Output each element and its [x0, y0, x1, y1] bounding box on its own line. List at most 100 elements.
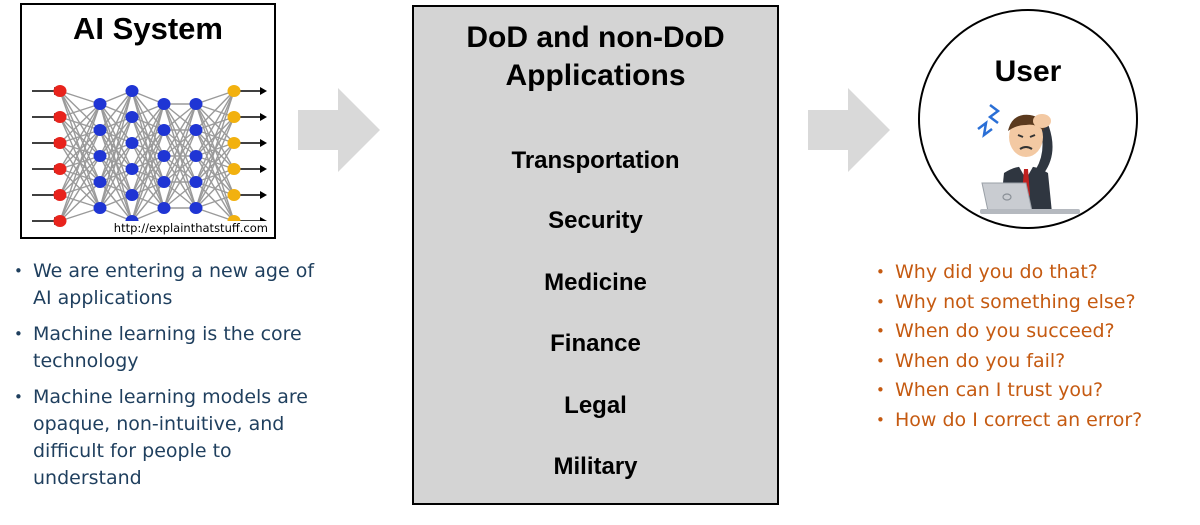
network-connection — [163, 181, 197, 209]
output-node — [227, 189, 241, 201]
hidden-node — [93, 124, 107, 136]
hidden-node — [93, 202, 107, 214]
hidden-node — [125, 189, 139, 201]
output-node — [227, 137, 241, 149]
output-arrow-head — [260, 87, 267, 95]
network-connection — [195, 90, 235, 131]
application-item: Medicine — [544, 269, 647, 296]
list-item: •How do I correct an error? — [876, 408, 1143, 431]
network-connection — [195, 90, 235, 209]
list-item: •When do you succeed? — [876, 320, 1115, 342]
applications-box: DoD and non-DoD Applications Transportat… — [412, 5, 779, 505]
hidden-node — [157, 124, 171, 136]
network-connection — [99, 168, 133, 209]
network-connection — [131, 103, 165, 222]
list-item: •When can I trust you? — [876, 379, 1104, 401]
network-connection — [163, 103, 197, 209]
network-connection — [195, 90, 235, 157]
hidden-node — [125, 163, 139, 175]
hidden-node — [125, 111, 139, 123]
image-credit: http://explainthatstuff.com — [111, 221, 270, 235]
output-arrow-head — [260, 165, 267, 173]
ai-intro-bullets: •We are entering a new age of AI applica… — [14, 258, 324, 501]
input-node — [53, 163, 67, 175]
output-node — [227, 85, 241, 97]
network-connection — [131, 155, 165, 222]
network-connection — [59, 103, 101, 118]
network-connection — [99, 90, 133, 157]
input-node — [53, 189, 67, 201]
network-connection — [195, 142, 235, 209]
network-connection — [59, 103, 101, 144]
input-node — [53, 137, 67, 149]
output-arrow-head — [260, 139, 267, 147]
network-connection — [163, 103, 197, 183]
hidden-node — [157, 98, 171, 110]
ai-system-panel: AI System http://explainthatstuff.com — [20, 3, 276, 239]
right-arrow-icon — [808, 88, 890, 172]
hidden-node — [125, 137, 139, 149]
application-item: Transportation — [511, 147, 680, 174]
application-item: Security — [548, 207, 643, 234]
frustrated-user-at-laptop-icon — [977, 104, 1080, 214]
network-connection — [195, 168, 235, 209]
output-arrow-head — [260, 113, 267, 121]
network-connection — [59, 129, 101, 222]
list-item: •Why did you do that? — [876, 261, 1098, 283]
user-title: User — [994, 55, 1062, 88]
network-connection — [131, 103, 165, 144]
network-connection — [195, 90, 235, 105]
hidden-node — [93, 150, 107, 162]
network-connection — [59, 103, 101, 170]
list-item: •When do you fail? — [876, 349, 1066, 372]
ai-system-title: AI System — [73, 11, 223, 46]
network-connection — [163, 155, 197, 209]
hidden-node — [93, 98, 107, 110]
list-item: •Machine learning models are opaque, non… — [14, 386, 308, 489]
network-connection — [195, 116, 235, 209]
list-item: •We are entering a new age of AI applica… — [14, 260, 315, 309]
application-item: Legal — [564, 392, 627, 419]
network-connection — [99, 116, 133, 209]
network-connection — [131, 181, 165, 222]
hidden-node — [189, 150, 203, 162]
output-node — [227, 163, 241, 175]
applications-title: DoD and non-DoD Applications — [466, 21, 725, 92]
hidden-node — [189, 124, 203, 136]
network-connection — [99, 90, 133, 183]
input-node — [53, 85, 67, 97]
network-connection — [59, 207, 101, 222]
hidden-node — [157, 176, 171, 188]
network-connection — [195, 194, 235, 209]
network-connection — [59, 181, 101, 222]
network-connection — [163, 129, 197, 209]
network-connection — [195, 207, 235, 222]
network-connection — [99, 142, 133, 209]
network-connection — [99, 90, 133, 209]
hidden-node — [189, 176, 203, 188]
user-questions: •Why did you do that? •Why not something… — [876, 258, 1196, 435]
network-connection — [131, 129, 165, 222]
network-connection — [59, 90, 101, 105]
application-item: Finance — [550, 330, 641, 357]
hidden-node — [189, 98, 203, 110]
output-node — [227, 111, 241, 123]
hidden-node — [157, 202, 171, 214]
right-arrow-icon — [298, 88, 380, 172]
hidden-node — [125, 85, 139, 97]
network-connection — [131, 103, 165, 170]
hidden-node — [157, 150, 171, 162]
list-item: •Machine learning is the core technology — [14, 323, 302, 372]
neural-network-diagram — [32, 85, 267, 227]
user-panel: User — [918, 9, 1138, 229]
network-connection — [163, 103, 197, 131]
input-node — [53, 111, 67, 123]
output-arrow-head — [260, 191, 267, 199]
network-connection — [99, 90, 133, 131]
list-item: •Why not something else? — [876, 290, 1136, 313]
hidden-node — [189, 202, 203, 214]
network-connection — [59, 155, 101, 222]
network-connection — [131, 103, 165, 196]
network-connection — [59, 103, 101, 222]
network-connection — [59, 103, 101, 196]
